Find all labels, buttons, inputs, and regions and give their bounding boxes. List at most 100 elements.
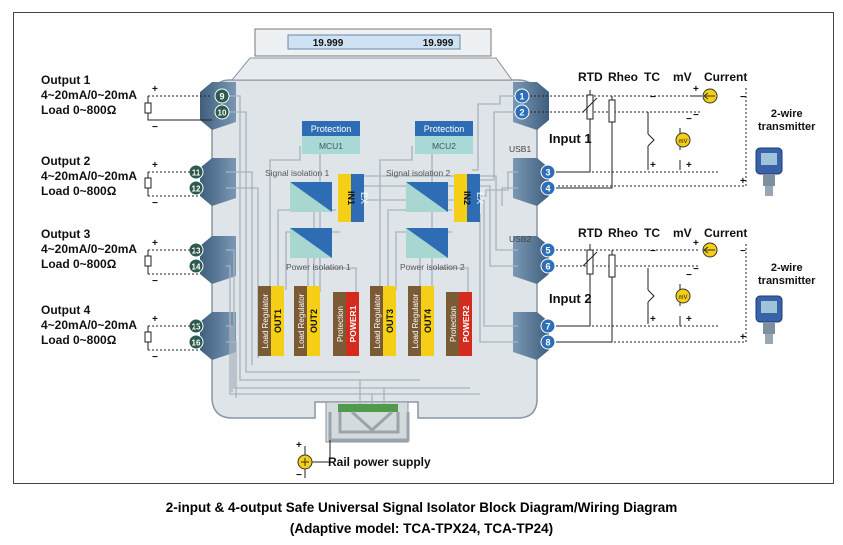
load-regulator-1: Load Regulator — [261, 293, 270, 348]
svg-text:3: 3 — [545, 168, 550, 178]
power1-label: POWER1 — [348, 305, 358, 342]
svg-text:+: + — [686, 314, 692, 325]
ex1-label: EX — [359, 192, 369, 204]
svg-text:mV: mV — [679, 295, 688, 301]
terminal-14: 14 — [188, 258, 204, 274]
tc-header-2: TC — [644, 226, 660, 240]
transmitter-device-1 — [755, 147, 783, 196]
svg-text:−: − — [686, 114, 692, 125]
input-polarity-marks: −+ −+ +− −+ −+ −+ +− −+ — [650, 84, 746, 343]
ex2-label: EX — [475, 192, 485, 204]
terminal-12: 12 — [188, 180, 204, 196]
svg-text:+: + — [152, 314, 158, 325]
signal-isolator-2 — [406, 182, 448, 212]
svg-text:+: + — [152, 160, 158, 171]
svg-text:−: − — [152, 352, 158, 363]
power1-module: Protection POWER1 — [333, 292, 359, 356]
svg-text:+: + — [152, 84, 158, 95]
svg-text:+: + — [152, 238, 158, 249]
load-regulator-3: Load Regulator — [373, 293, 382, 348]
transmitter-1-line2: transmitter — [758, 121, 816, 133]
output-4-range: 4~20mA/0~20mA — [41, 318, 138, 332]
output-2-label: Output 2 4~20mA/0~20mA Load 0~800Ω — [41, 154, 137, 199]
power-isolation-1-label: Power isolation 1 — [286, 262, 351, 272]
output-load-wiring — [144, 95, 212, 351]
output-2-title: Output 2 — [41, 154, 91, 168]
transmitter-label-2: 2-wire transmitter — [758, 262, 815, 288]
output-1-label: Output 1 4~20mA/0~20mA Load 0~800Ω — [41, 73, 137, 118]
svg-text:7: 7 — [545, 322, 550, 332]
tc-header-1: TC — [644, 70, 660, 84]
out4-module: Load Regulator OUT4 — [408, 286, 434, 356]
mv-source-2: mV — [675, 288, 691, 304]
transmitter-device-2 — [755, 295, 783, 344]
terminal-2: 2 — [514, 104, 530, 120]
output-3-label: Output 3 4~20mA/0~20mA Load 0~800Ω — [41, 227, 137, 272]
display-value-1: 19.999 — [313, 38, 344, 49]
svg-text:−: − — [740, 246, 746, 257]
rail-power-source: + − — [296, 440, 331, 481]
output-3-title: Output 3 — [41, 227, 91, 241]
diagram-frame — [13, 12, 834, 484]
signal-isolation-1-label: Signal isolation 1 — [265, 168, 330, 178]
output-2-load: Load 0~800Ω — [41, 184, 117, 198]
svg-text:+: + — [740, 332, 746, 343]
terminal-4: 4 — [540, 180, 556, 196]
usb2-label: USB2 — [509, 234, 531, 244]
output-1-title: Output 1 — [41, 73, 91, 87]
usb1-label: USB1 — [509, 144, 531, 154]
svg-text:mV: mV — [679, 139, 688, 145]
protection-label-2: Protection — [424, 124, 465, 134]
svg-text:16: 16 — [192, 339, 201, 348]
svg-text:−: − — [152, 276, 158, 287]
svg-text:12: 12 — [192, 185, 201, 194]
terminal-8: 8 — [540, 334, 556, 350]
rtd-header-1: RTD — [578, 70, 603, 84]
svg-text:−: − — [152, 122, 158, 133]
svg-text:+: + — [686, 160, 692, 171]
output-1-load: Load 0~800Ω — [41, 103, 117, 117]
svg-text:1: 1 — [519, 92, 524, 102]
svg-text:+: + — [296, 440, 302, 451]
load-regulator-2: Load Regulator — [297, 293, 306, 348]
svg-text:−: − — [693, 264, 699, 275]
svg-text:13: 13 — [192, 247, 201, 256]
svg-text:14: 14 — [192, 263, 201, 272]
transmitter-2-line1: 2-wire — [770, 262, 803, 274]
mv-source-1: mV — [675, 132, 691, 148]
svg-text:−: − — [740, 92, 746, 103]
svg-text:2: 2 — [519, 108, 524, 118]
terminal-1: 1 — [514, 88, 530, 104]
internal-wiring — [226, 95, 518, 404]
svg-text:−: − — [650, 246, 656, 257]
power2-label: POWER2 — [461, 305, 471, 342]
rtd-header-2: RTD — [578, 226, 603, 240]
terminal-7: 7 — [540, 318, 556, 334]
svg-text:+: + — [650, 314, 656, 325]
current-source-2 — [702, 242, 718, 258]
caption-line-2: (Adaptive model: TCA-TPX24, TCA-TP24) — [289, 521, 554, 536]
output-3-load: Load 0~800Ω — [41, 257, 117, 271]
svg-text:−: − — [152, 198, 158, 209]
out2-label: OUT2 — [309, 309, 319, 333]
rheo-header-2: Rheo — [608, 226, 638, 240]
output-1-range: 4~20mA/0~20mA — [41, 88, 138, 102]
protection-label-1: Protection — [311, 124, 352, 134]
out3-module: Load Regulator OUT3 — [370, 286, 396, 356]
in2-label: IN2 — [462, 191, 472, 205]
svg-text:+: + — [693, 84, 699, 95]
input-1-label: Input 1 — [549, 131, 592, 146]
svg-text:8: 8 — [545, 338, 550, 348]
mv-header-2: mV — [673, 226, 692, 240]
isolator-housing — [211, 57, 538, 443]
terminal-16: 16 — [188, 334, 204, 350]
svg-text:4: 4 — [545, 184, 550, 194]
terminal-6: 6 — [540, 258, 556, 274]
display-value-2: 19.999 — [423, 38, 454, 49]
signal-isolation-2-label: Signal isolation 2 — [386, 168, 451, 178]
transmitter-1-line1: 2-wire — [770, 108, 803, 120]
rail-power-label: Rail power supply — [328, 455, 431, 469]
svg-text:9: 9 — [219, 92, 224, 102]
mv-header-1: mV — [673, 70, 692, 84]
output-2-range: 4~20mA/0~20mA — [41, 169, 138, 183]
